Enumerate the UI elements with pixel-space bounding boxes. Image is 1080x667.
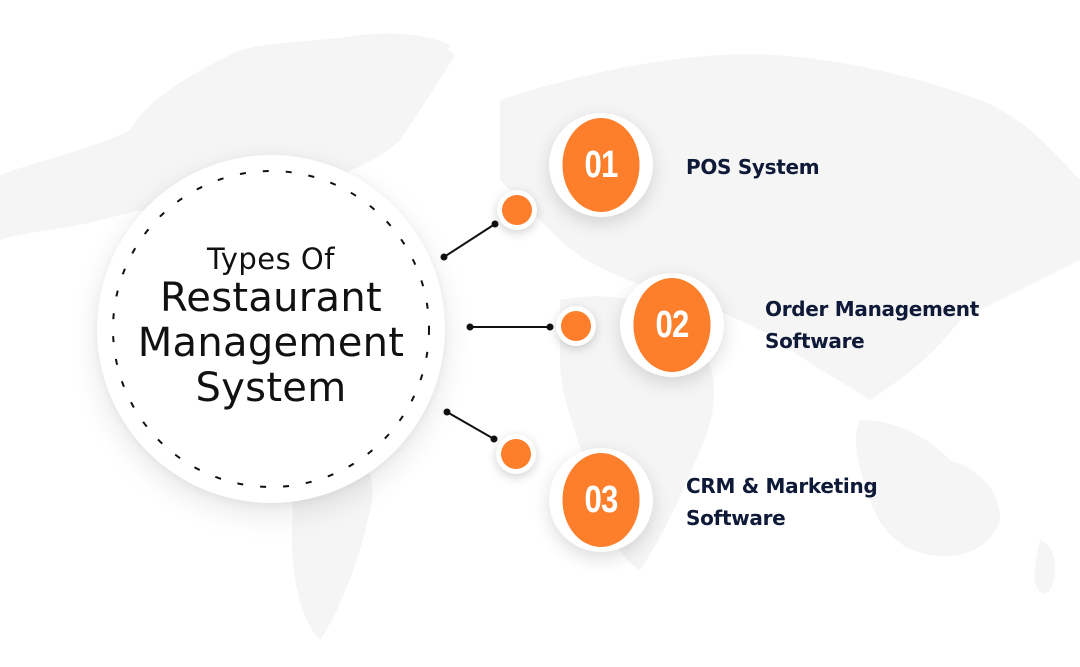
title-line-3: Management <box>137 319 405 366</box>
number-badge-3: 03 <box>549 448 653 552</box>
connector-node-1 <box>497 190 537 230</box>
item-label-3-line-1: CRM & Marketing <box>686 474 878 498</box>
title-line-2: Restaurant <box>160 274 382 321</box>
connector-node-3 <box>496 434 536 474</box>
item-label-1: POS System <box>686 151 820 183</box>
orange-dot-icon <box>502 195 532 225</box>
number-badge-1: 01 <box>549 113 653 217</box>
item-label-2-line-1: Order Management <box>765 297 979 321</box>
number-badge-1-value: 01 <box>562 118 640 212</box>
title-line-4: System <box>195 364 347 411</box>
title-line-1: Types Of <box>207 241 335 276</box>
connector-node-2 <box>556 306 596 346</box>
item-label-2-line-2: Software <box>765 329 865 353</box>
number-badge-3-value: 03 <box>562 453 640 547</box>
item-label-1-line-1: POS System <box>686 155 820 179</box>
central-title-circle: Types Of Restaurant Management System <box>97 155 445 503</box>
diagram-title: Types Of Restaurant Management System <box>97 155 445 503</box>
orange-dot-icon <box>561 311 591 341</box>
number-badge-2: 02 <box>620 273 724 377</box>
item-label-3: CRM & Marketing Software <box>686 470 878 534</box>
item-label-3-line-2: Software <box>686 506 786 530</box>
dashed-ring <box>112 170 430 488</box>
orange-dot-icon <box>501 439 531 469</box>
item-label-2: Order Management Software <box>765 293 979 357</box>
number-badge-2-value: 02 <box>633 278 711 372</box>
